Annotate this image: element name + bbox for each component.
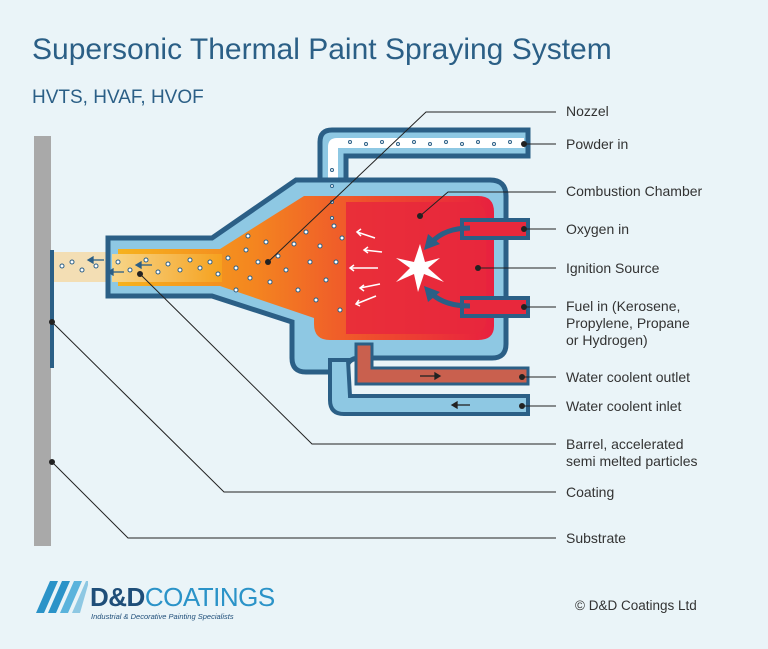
logo-brand-bold: D&D <box>90 582 145 612</box>
logo-brand-light: COATINGS <box>144 582 275 612</box>
leader-lines <box>51 111 556 539</box>
label-substrate: Substrate <box>566 530 626 546</box>
flow-arrows <box>348 228 383 307</box>
label-nozzle: Nozzel <box>566 103 609 119</box>
logo-stripes-icon <box>36 581 88 613</box>
fuel-arrowhead-icon <box>424 286 440 302</box>
copyright-text: © D&D Coatings Ltd <box>575 598 697 613</box>
spray-direction-arrows <box>86 255 152 277</box>
label-fuel-in: Fuel in (Kerosene, Propylene, Propane or… <box>566 298 690 349</box>
label-barrel-line-2: semi melted particles <box>566 453 698 469</box>
logo-tagline: Industrial & Decorative Painting Special… <box>91 612 234 621</box>
label-ignition-source: Ignition Source <box>566 260 660 276</box>
coating-layer <box>50 250 54 368</box>
substrate-plate <box>34 136 51 546</box>
label-combustion-chamber: Combustion Chamber <box>566 183 703 199</box>
label-fuel-line-2: Propylene, Propane <box>566 315 690 331</box>
label-fuel-line-1: Fuel in (Kerosene, <box>566 298 681 314</box>
logo-wordmark: D&DCOATINGS <box>90 582 275 613</box>
label-oxygen-in: Oxygen in <box>566 221 630 237</box>
powder-pipe-inner <box>328 138 524 232</box>
oxygen-arrowhead-icon <box>424 234 440 250</box>
label-water-outlet: Water coolent outlet <box>566 369 690 385</box>
label-barrel: Barrel, accelerated semi melted particle… <box>566 436 698 470</box>
fuel-pipe <box>460 296 530 318</box>
oxygen-pipe <box>460 218 530 240</box>
coolant-inlet-pipe <box>328 358 530 416</box>
page-subtitle: HVTS, HVAF, HVOF <box>32 87 204 108</box>
page-title: Supersonic Thermal Paint Spraying System <box>32 33 612 66</box>
ignition-spark-icon <box>396 244 444 292</box>
coolant-direction-arrows <box>420 371 470 410</box>
label-powder-in: Powder in <box>566 136 629 152</box>
coolant-outlet-pipe <box>354 342 530 386</box>
label-barrel-line-1: Barrel, accelerated <box>566 436 684 452</box>
label-water-inlet: Water coolent inlet <box>566 398 682 414</box>
particles <box>59 140 512 313</box>
label-coating: Coating <box>566 484 615 500</box>
leader-dots <box>49 141 527 465</box>
label-fuel-line-3: or Hydrogen) <box>566 332 648 348</box>
